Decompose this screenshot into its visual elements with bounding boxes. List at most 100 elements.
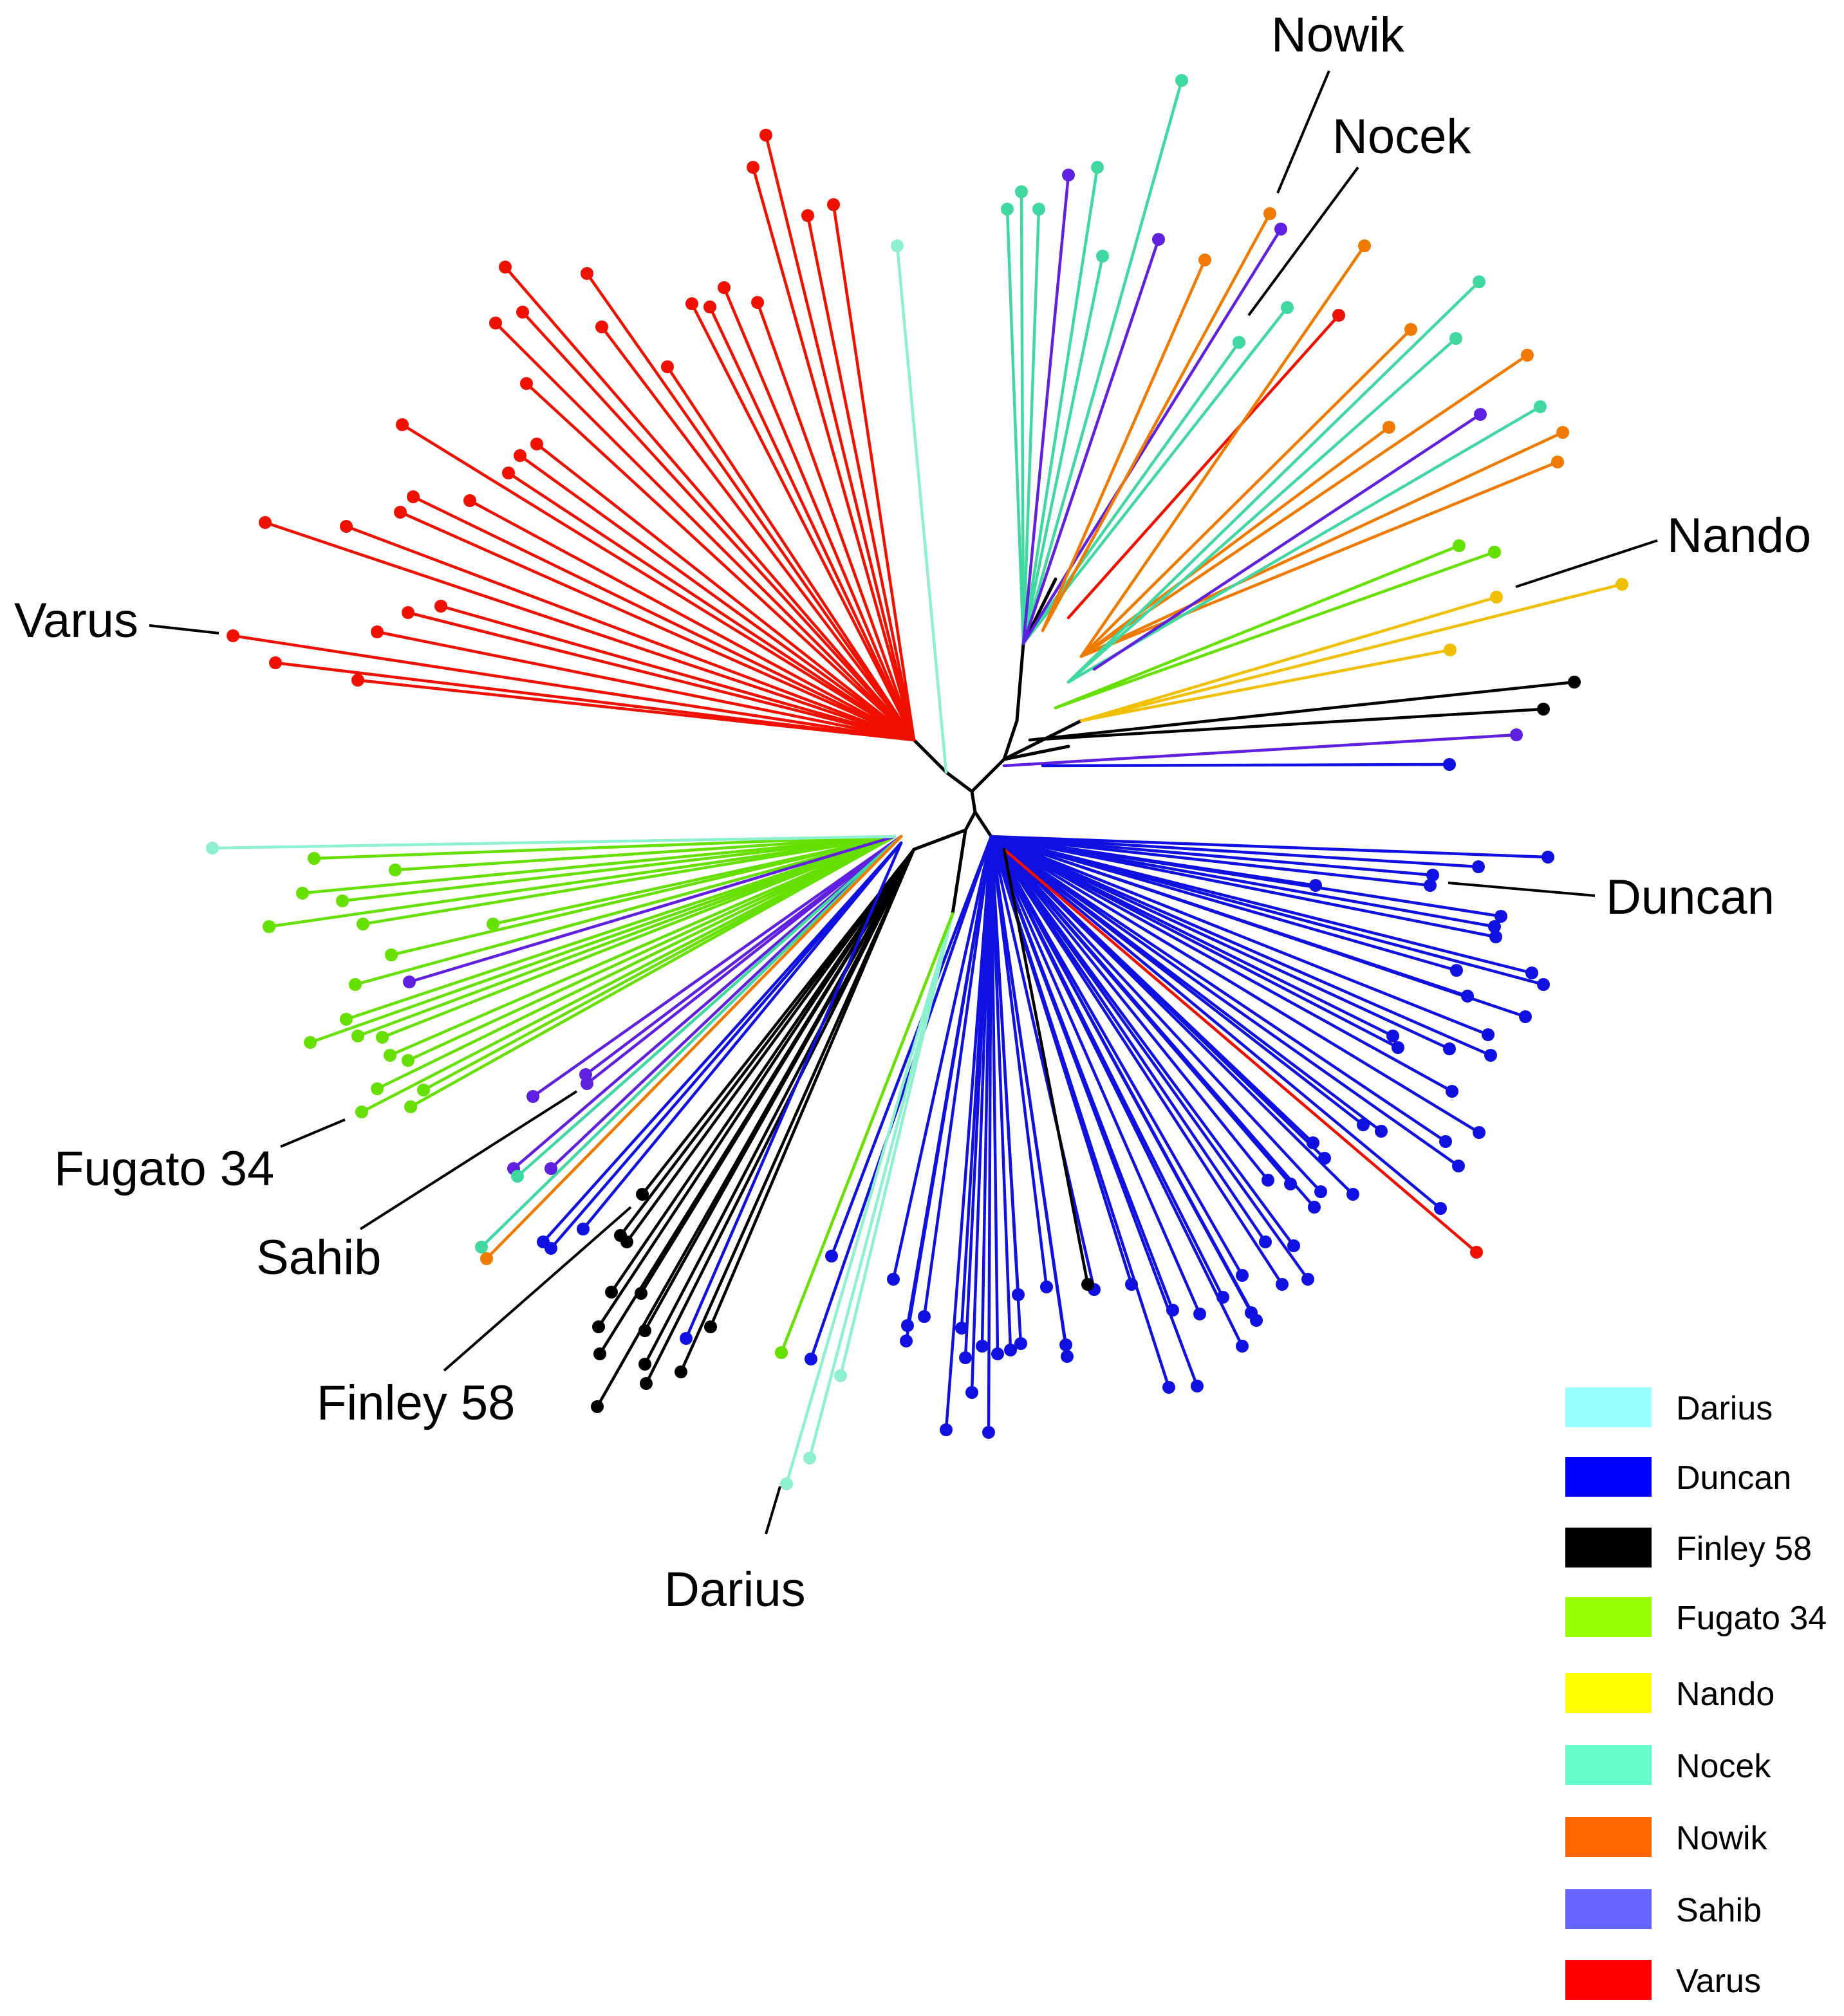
branch-nocek — [1021, 165, 1099, 645]
tree-tip — [357, 918, 369, 930]
branch-sahib — [407, 835, 897, 984]
tree-tip — [417, 1084, 430, 1096]
branch-duncan — [989, 835, 1432, 887]
tree-tip — [1383, 421, 1395, 434]
tree-tip — [545, 1162, 557, 1175]
tree-tip — [1439, 1135, 1452, 1148]
tree-tip — [1473, 275, 1485, 288]
branch-nowik — [1079, 425, 1391, 658]
branch-finley58 — [1028, 707, 1545, 742]
tree-tip — [371, 625, 384, 638]
tree-tip — [1216, 1291, 1229, 1304]
branch-nando — [1079, 595, 1498, 723]
branch-sahib — [1092, 412, 1482, 671]
tree-tip — [1551, 456, 1564, 468]
tree-tip — [1426, 869, 1439, 882]
branch-duncan — [989, 835, 1503, 918]
branch-fugato34 — [388, 835, 897, 1057]
tree-tip — [1332, 309, 1345, 322]
branch-nowik — [485, 835, 903, 1261]
branch-duncan — [989, 835, 1442, 1210]
tree-tip — [1510, 728, 1523, 741]
tree-tip — [1274, 223, 1287, 236]
branch-fugato34 — [356, 835, 897, 1038]
callout-label-nowik: Nowik — [1271, 8, 1405, 62]
tree-tip — [1318, 1152, 1331, 1165]
tree-tip — [1287, 1239, 1300, 1252]
branch-nocek — [1066, 337, 1458, 684]
tree-tip — [499, 261, 512, 273]
branch-duncan — [891, 835, 993, 1281]
branch-finley58 — [1028, 680, 1576, 742]
callout-leader-nando — [1515, 539, 1658, 588]
tree-tip — [487, 918, 499, 930]
branch-duncan — [989, 835, 1023, 1346]
branch-fugato34 — [779, 912, 955, 1355]
branch-varus — [722, 286, 916, 742]
branch-duncan — [989, 835, 1493, 1057]
branch-duncan — [989, 835, 1458, 972]
tree-tip — [1125, 1278, 1138, 1291]
branch-duncan — [989, 835, 1545, 986]
callout-label-finley58: Finley 58 — [317, 1376, 515, 1430]
branch-duncan — [989, 835, 1199, 1388]
tree-tip — [511, 1170, 524, 1183]
branch-duncan — [989, 835, 1244, 1348]
legend-swatch-nowik — [1565, 1817, 1652, 1857]
branch-sahib — [1021, 173, 1070, 645]
callout-label-duncan: Duncan — [1606, 870, 1774, 925]
legend-item-fugato34: Fugato 34 — [1565, 1597, 1827, 1637]
tree-tip — [976, 1340, 989, 1353]
branch-duncan — [989, 835, 1012, 1352]
tree-tip — [1152, 233, 1165, 246]
branch-varus — [439, 604, 916, 742]
tree-tip — [296, 887, 309, 900]
branch-darius — [895, 244, 948, 774]
branch-nando — [1079, 582, 1624, 723]
branch-duncan — [989, 835, 1454, 1093]
callout-label-varus: Varus — [14, 593, 138, 648]
tree-tip — [675, 1365, 687, 1378]
tree-tip — [638, 1358, 651, 1371]
legend-swatch-duncan — [1565, 1457, 1652, 1497]
legend-label-duncan: Duncan — [1676, 1459, 1791, 1497]
branch-duncan — [944, 835, 993, 1432]
tree-tip — [402, 1054, 414, 1067]
branch-varus — [398, 510, 916, 742]
legend-item-nocek: Nocek — [1565, 1745, 1771, 1785]
branch-duncan — [989, 835, 1048, 1289]
tree-tip — [1040, 1281, 1053, 1293]
branch-darius — [785, 912, 955, 1486]
tree-tip — [475, 1241, 488, 1253]
branch-varus — [344, 524, 916, 742]
tree-tip — [351, 674, 364, 687]
tree-tip — [389, 864, 402, 876]
branch-nowik — [1079, 244, 1366, 658]
branch-fugato34 — [360, 835, 897, 1114]
tree-tip — [1484, 1049, 1497, 1062]
branch-varus — [708, 305, 916, 742]
tree-tip — [680, 1332, 693, 1345]
legend-swatch-nando — [1565, 1673, 1652, 1713]
branch-duncan — [970, 835, 993, 1394]
tree-tip — [1096, 250, 1109, 263]
backbone-branch — [973, 810, 993, 838]
tree-tip — [827, 198, 840, 211]
tree-tip — [1259, 1235, 1272, 1248]
callout-label-sahib: Sahib — [256, 1230, 381, 1285]
tree-tip — [1473, 1126, 1485, 1139]
branch-duncan — [830, 835, 993, 1258]
branch-fugato34 — [361, 835, 897, 926]
tree-tip — [825, 1250, 838, 1262]
tree-tip — [780, 1477, 793, 1490]
branch-duncan — [989, 835, 1258, 1322]
tree-tip — [982, 1426, 995, 1439]
legend-item-nowik: Nowik — [1565, 1817, 1768, 1857]
backbone-branch — [964, 810, 977, 832]
tree-tip — [480, 1252, 493, 1265]
tree-tip — [595, 320, 608, 333]
tree-tip — [1434, 1202, 1447, 1215]
branch-fugato34 — [1054, 544, 1461, 710]
legend-item-sahib: Sahib — [1565, 1889, 1762, 1929]
